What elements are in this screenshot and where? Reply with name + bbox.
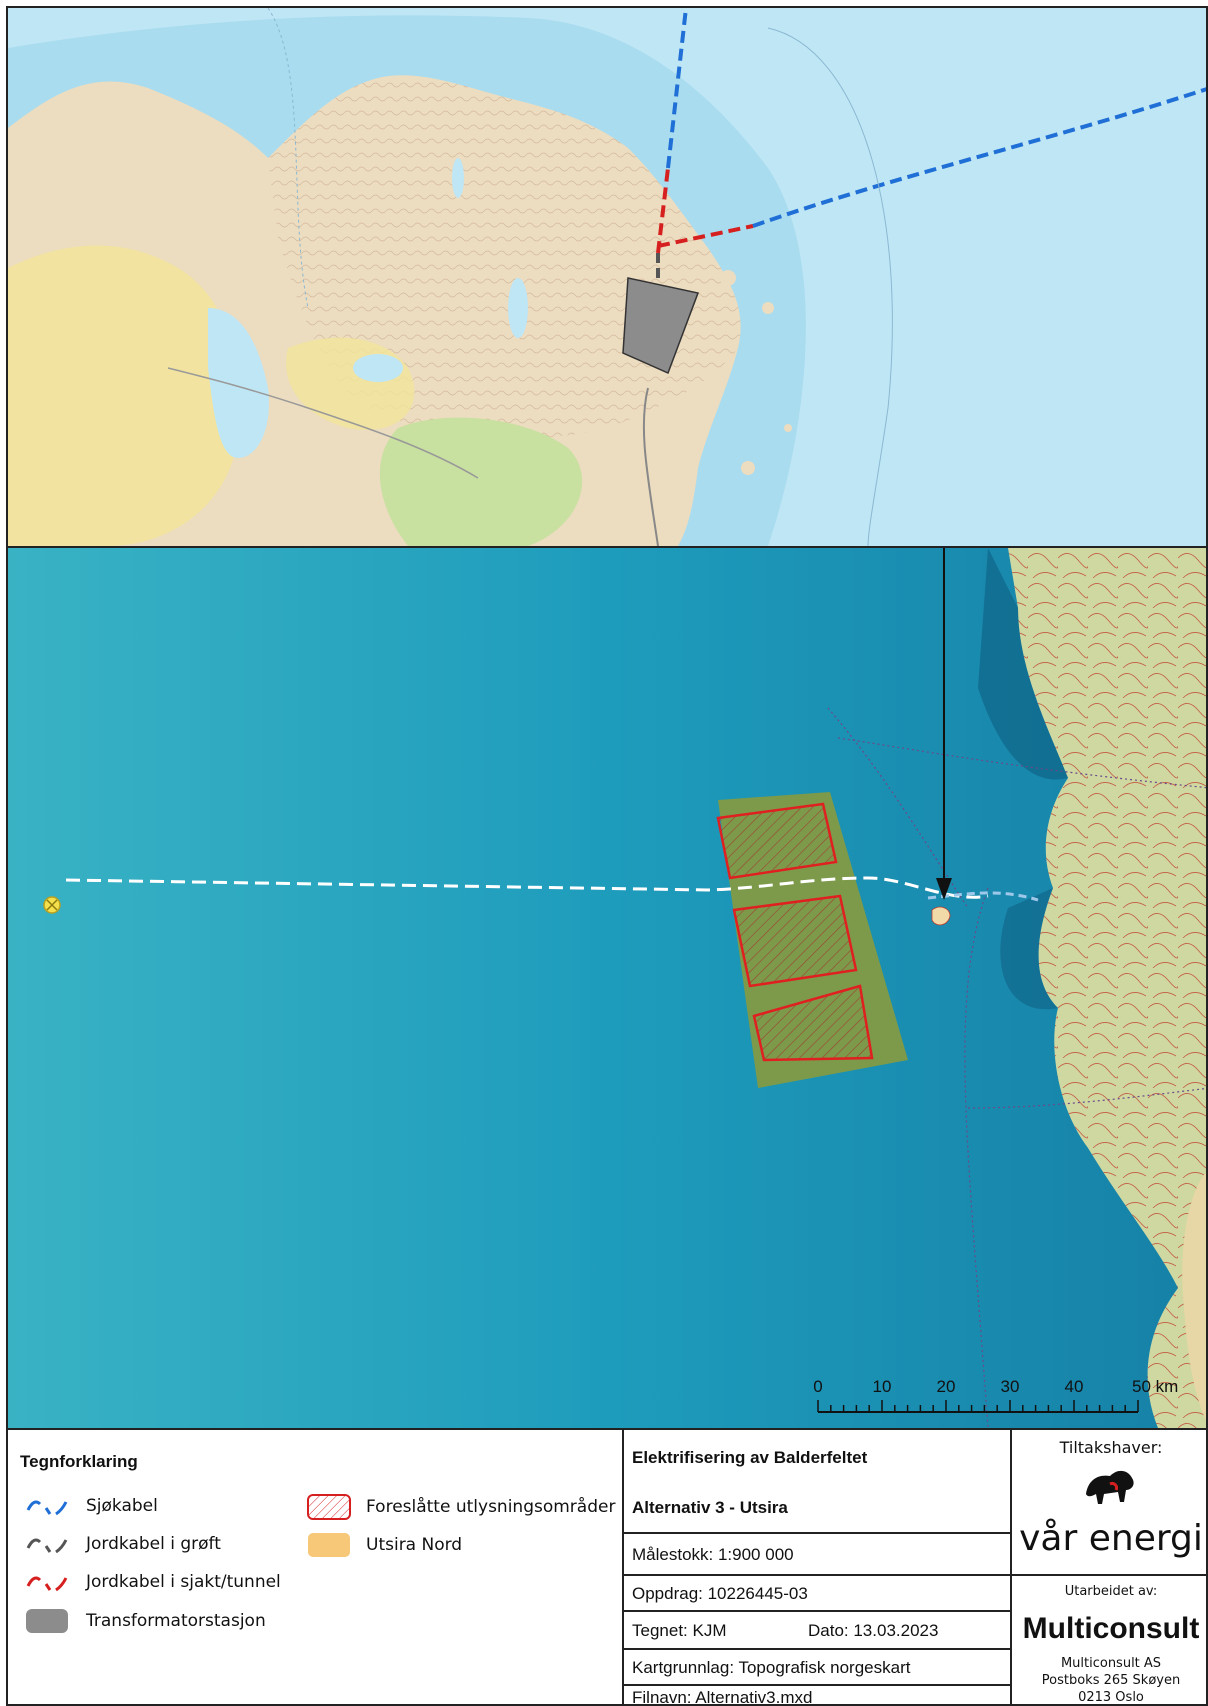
subsea-cable-north	[666, 8, 688, 169]
legend-label: Utsira Nord	[366, 1535, 463, 1555]
preparer-logo-text: Multiconsult	[1022, 1612, 1200, 1645]
overview-map-svg	[8, 548, 1206, 1428]
utsira-nord-icon	[308, 1533, 350, 1557]
client-label: Tiltakshaver:	[1059, 1438, 1163, 1457]
transformer-station-icon	[26, 1609, 68, 1633]
road	[167, 367, 479, 479]
preparer-address-2: Postboks 265 Skøyen	[1041, 1673, 1181, 1688]
legend-item-tunnel-cable: Jordkabel i sjakt/tunnel	[24, 1570, 304, 1600]
title-block: Tegnforklaring Sjøkabel Jordkabel i grøf…	[8, 1430, 1206, 1706]
project-title: Elektrifisering av Balderfeltet	[632, 1448, 868, 1467]
logo-column: Tiltakshaver: vår energi Utarbeidet av: …	[1012, 1430, 1206, 1705]
legend-item-proposed-areas: Foreslåtte utlysningsområder	[306, 1492, 624, 1526]
legend-label: Jordkabel i sjakt/tunnel	[86, 1572, 281, 1592]
dog-logo-icon	[1086, 1470, 1134, 1504]
subsea-cable-east	[752, 87, 1206, 228]
proposed-area-3	[752, 984, 874, 1062]
client-logo-text: vår energi	[1019, 1518, 1203, 1559]
overview-map[interactable]: 0 10 20 30 40 50 km	[8, 548, 1206, 1430]
trench-cable-icon	[26, 1538, 68, 1554]
subsea-cable-icon	[26, 1500, 68, 1516]
preparer-address-1: Multiconsult AS	[1060, 1656, 1162, 1671]
proposed-area-1	[716, 802, 838, 880]
drawn-by: Tegnet: KJM	[632, 1621, 727, 1640]
legend-item-transformer: Transformatorstasjon	[24, 1606, 304, 1640]
legend-item-subsea-cable: Sjøkabel	[24, 1494, 284, 1524]
tunnel-cable	[656, 167, 754, 254]
lake	[508, 278, 528, 338]
scale-label: 40	[1065, 1377, 1084, 1396]
file-name: Filnavn: Alternativ3.mxd	[632, 1688, 813, 1706]
road	[642, 387, 659, 546]
legend-item-trench-cable: Jordkabel i grøft	[24, 1532, 284, 1562]
forest	[379, 417, 583, 546]
harbor	[208, 308, 269, 458]
basemap-source: Kartgrunnlag: Topografisk norgeskart	[632, 1658, 911, 1677]
farmland	[8, 245, 241, 546]
island-relief	[268, 75, 741, 439]
transformer-station	[622, 277, 700, 375]
legend-item-utsira-nord: Utsira Nord	[306, 1530, 624, 1564]
map-scale: Målestokk: 1:900 000	[632, 1545, 794, 1564]
scale-label: 10	[873, 1377, 892, 1396]
alternative-title: Alternativ 3 - Utsira	[632, 1498, 788, 1517]
preparer-address-3: 0213 Oslo	[1078, 1690, 1144, 1705]
drawing-date: Dato: 13.03.2023	[808, 1621, 939, 1640]
map-frame: 0 10 20 30 40 50 km Tegnforklaring Sjøkabel J…	[6, 6, 1208, 1706]
hatched-area-icon	[307, 1494, 351, 1520]
export-cable-shore	[927, 891, 1039, 902]
legend-title: Tegnforklaring	[20, 1452, 138, 1471]
scalebar: 0 10 20 30 40 50 km	[808, 1370, 1188, 1420]
scale-label: 20	[937, 1377, 956, 1396]
legend-label: Sjøkabel	[86, 1496, 158, 1516]
proposed-area-2	[732, 894, 858, 988]
preparer-label: Utarbeidet av:	[1064, 1584, 1158, 1599]
tunnel-cable-icon	[26, 1576, 68, 1592]
scale-label: 30	[1001, 1377, 1020, 1396]
legend-label: Jordkabel i grøft	[86, 1534, 221, 1554]
utsira-island	[931, 906, 951, 926]
legend-label: Foreslåtte utlysningsområder	[366, 1497, 616, 1517]
lake	[353, 354, 403, 382]
assignment-number: Oppdrag: 10226445-03	[632, 1584, 808, 1603]
legend-panel: Tegnforklaring Sjøkabel Jordkabel i grøf…	[8, 1430, 624, 1704]
legend-label: Transformatorstasjon	[86, 1611, 266, 1631]
detail-map-svg	[8, 8, 1206, 546]
scale-label: 50 km	[1132, 1377, 1178, 1396]
scalebar-svg: 0 10 20 30 40 50 km	[813, 1377, 1178, 1413]
lake	[452, 158, 464, 198]
scale-label: 0	[813, 1377, 822, 1396]
detail-map[interactable]	[8, 8, 1206, 548]
project-info: Elektrifisering av Balderfeltet Alternat…	[624, 1430, 1012, 1706]
